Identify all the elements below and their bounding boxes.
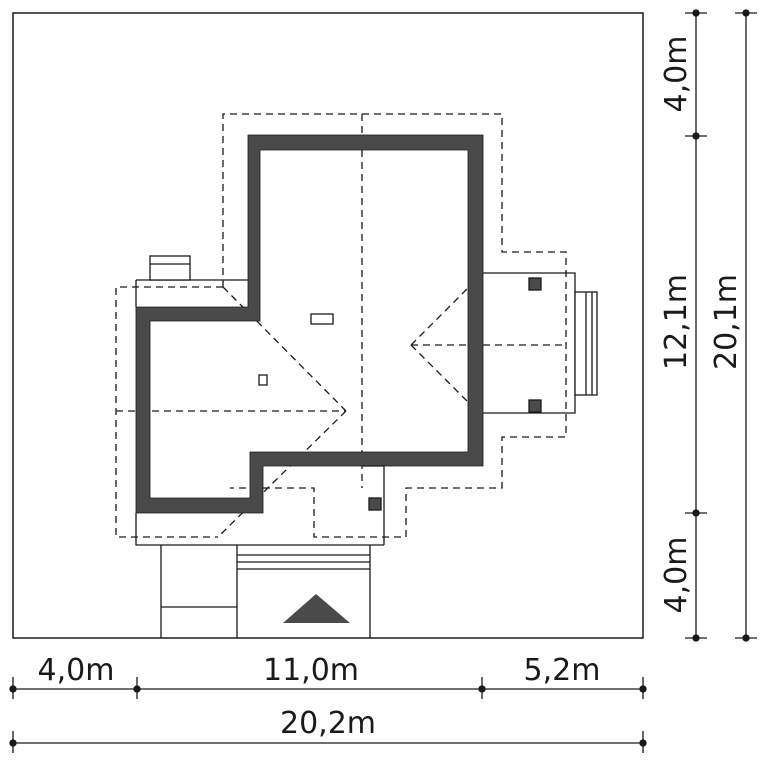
terrace-post-bottom: [528, 399, 542, 413]
stairs-driveway: [160, 545, 371, 638]
left-wing-top: [135, 255, 248, 307]
vent: [258, 374, 268, 386]
dim-left-setback: 4,0m: [38, 653, 115, 688]
horizontal-dimensions: [9, 677, 647, 753]
chimney: [149, 255, 191, 281]
plot-boundary: [12, 12, 644, 639]
dim-bottom-setback: 4,0m: [659, 537, 694, 614]
entrance-porch: [135, 465, 385, 546]
porch-column: [368, 497, 382, 511]
skylight: [310, 313, 334, 325]
terrace-post-top: [528, 277, 542, 291]
house-walls: [135, 134, 484, 514]
dim-total-depth: 20,1m: [709, 274, 744, 370]
vertical-dimensions: [685, 9, 757, 642]
dim-total-width: 20,2m: [280, 706, 376, 741]
dim-building-depth: 12,1m: [659, 274, 694, 370]
terrace: [483, 272, 598, 414]
dim-right-setback: 5,2m: [524, 653, 601, 688]
roof-outline: [115, 113, 567, 538]
dim-top-setback: 4,0m: [659, 36, 694, 113]
entrance-arrow-icon: [283, 594, 350, 623]
dim-building-width: 11,0m: [263, 653, 359, 688]
